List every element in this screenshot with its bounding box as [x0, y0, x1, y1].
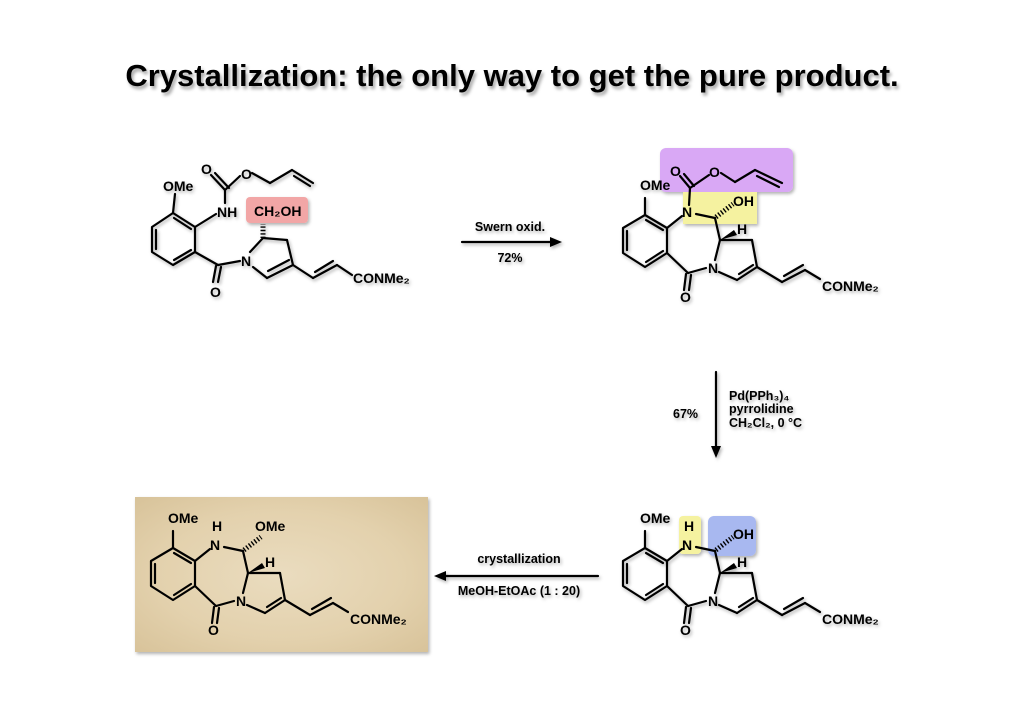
step3-method: crystallization — [477, 552, 560, 566]
step2-base: pyrrolidine — [729, 402, 794, 416]
label-ch2oh: CH₂OH — [254, 203, 301, 219]
label-conme2: CONMe₂ — [353, 270, 410, 286]
product-1: OMe N O O OH H N O CONMe₂ — [623, 148, 879, 305]
nh-highlight — [679, 516, 701, 554]
step1-reagent: Swern oxid. — [475, 220, 545, 234]
label-nh-h: H — [212, 518, 222, 534]
label-nh-h: H — [684, 518, 694, 534]
step2-catalyst: Pd(PPh₃)₄ — [729, 389, 789, 403]
label-o-amide: O — [210, 284, 221, 300]
step3-solvent: MeOH-EtOAc (1 : 20) — [458, 584, 580, 598]
arrowhead-icon — [550, 237, 562, 247]
label-n-ring: N — [241, 253, 251, 269]
arrowhead-icon — [711, 446, 721, 458]
label-h: H — [265, 554, 275, 570]
label-ome2: OMe — [255, 518, 286, 534]
label-h: H — [737, 221, 747, 237]
starting-material: OMe NH O O CH₂OH N O CONMe₂ — [150, 161, 410, 300]
label-conme2: CONMe₂ — [822, 611, 879, 627]
label-n: N — [210, 537, 220, 553]
arrowhead-icon — [434, 571, 446, 581]
label-ome: OMe — [168, 510, 199, 526]
label-o-amide: O — [680, 622, 691, 638]
label-o-amide: O — [208, 622, 219, 638]
step1-arrow-group: Swern oxid. 72% — [460, 220, 562, 265]
alloc-highlight — [660, 148, 793, 192]
label-oh: OH — [733, 193, 754, 209]
product-3: OMe H N OMe H N O CONMe₂ — [151, 510, 407, 638]
label-o-ester: O — [709, 164, 720, 180]
label-o-carbonyl: O — [670, 163, 681, 179]
page-title: Crystallization: the only way to get the… — [125, 58, 899, 93]
label-nh: NH — [217, 204, 237, 220]
label-n-ring: N — [236, 593, 246, 609]
step2-arrow-group: 67% Pd(PPh₃)₄ pyrrolidine CH₂Cl₂, 0 °C — [673, 370, 802, 458]
label-o-carbonyl: O — [201, 161, 212, 177]
label-ome: OMe — [640, 177, 671, 193]
label-n-ring: N — [708, 260, 718, 276]
label-n-ring: N — [708, 593, 718, 609]
label-h: H — [737, 554, 747, 570]
product-2: OMe H N OH H N O CONMe₂ — [623, 510, 879, 638]
label-o-amide: O — [680, 289, 691, 305]
step1-yield: 72% — [497, 251, 522, 265]
parchment-background — [135, 497, 428, 652]
step2-conditions: CH₂Cl₂, 0 °C — [729, 416, 802, 430]
label-conme2: CONMe₂ — [822, 278, 879, 294]
label-ome: OMe — [163, 178, 194, 194]
step3-arrow-group: crystallization MeOH-EtOAc (1 : 20) — [434, 552, 600, 598]
label-oh: OH — [733, 526, 754, 542]
label-conme2: CONMe₂ — [350, 611, 407, 627]
hemiaminal-highlight — [683, 192, 757, 224]
label-o-ester: O — [241, 166, 252, 182]
label-n: N — [682, 204, 692, 220]
label-ome: OMe — [640, 510, 671, 526]
step2-yield: 67% — [673, 407, 698, 421]
label-n: N — [682, 537, 692, 553]
ch2oh-highlight — [246, 197, 308, 223]
